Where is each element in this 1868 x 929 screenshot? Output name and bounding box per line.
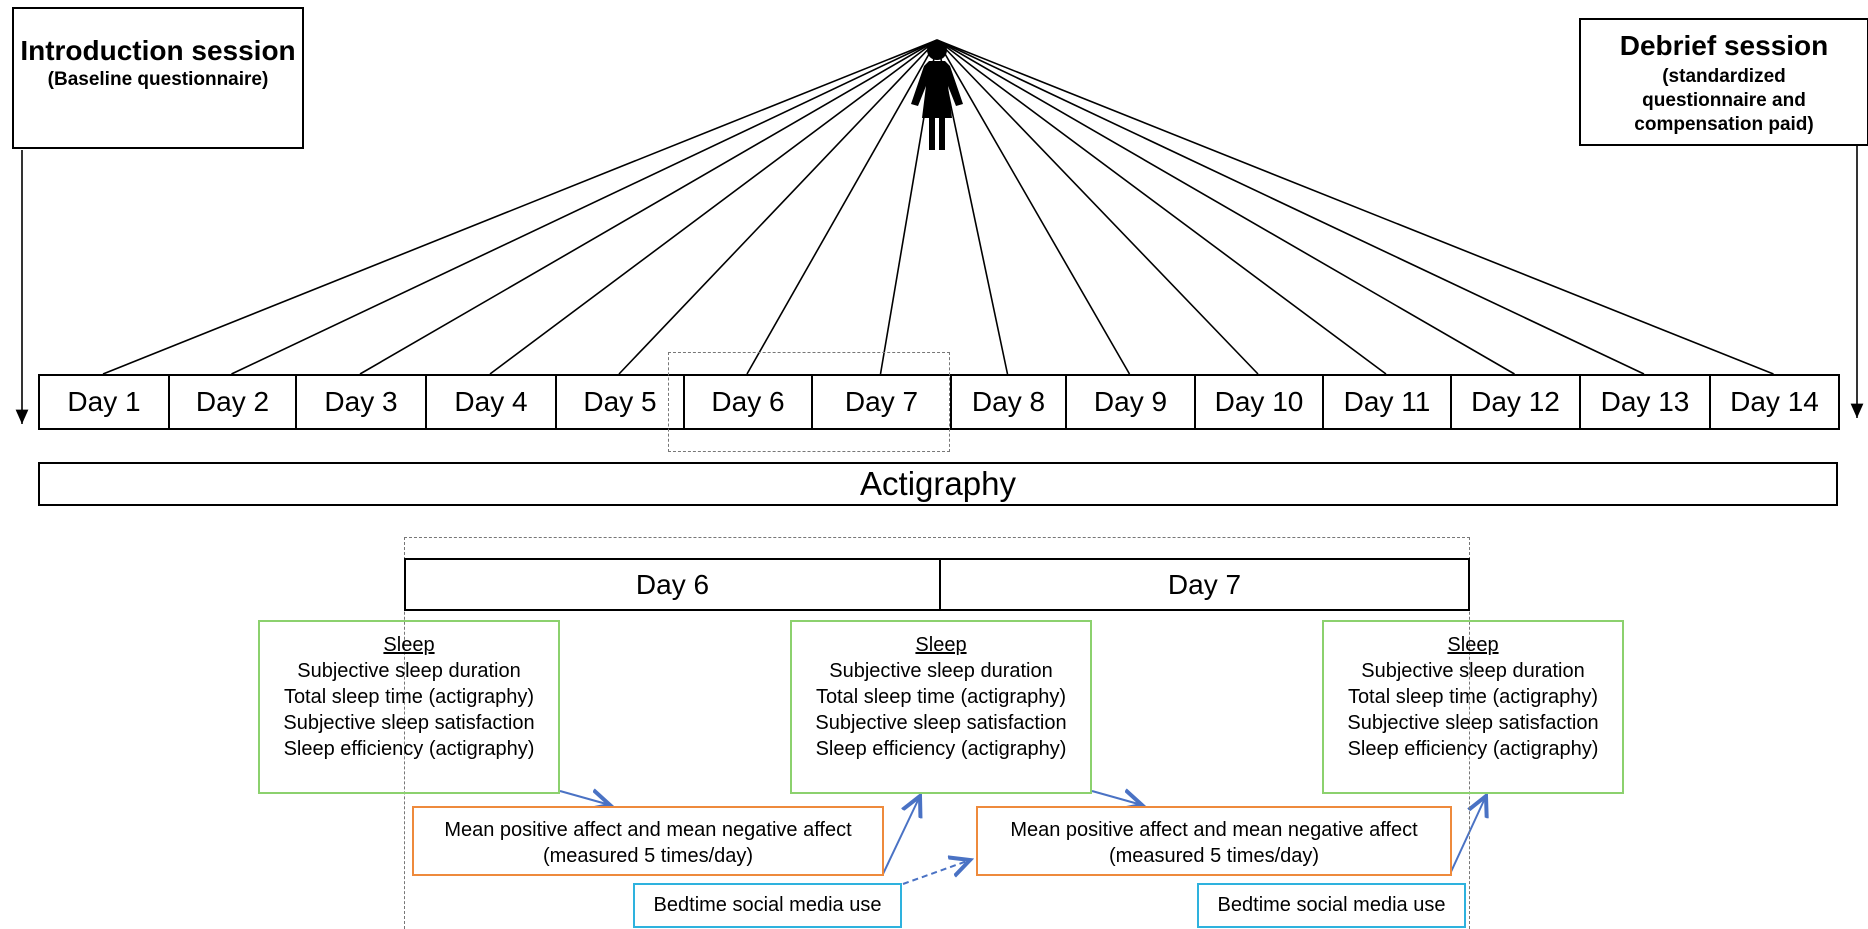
sleep-title: Sleep bbox=[915, 634, 967, 656]
sleep-item: Sleep efficiency (actigraphy) bbox=[815, 738, 1067, 760]
day-cell: Day 4 bbox=[425, 374, 557, 430]
fan-line bbox=[936, 39, 1515, 375]
affect-box-1: Mean positive affect and mean negative a… bbox=[412, 806, 884, 876]
day-cell: Day 8 bbox=[950, 374, 1067, 430]
sleep-measures-box-1: Sleep Subjective sleep duration Total sl… bbox=[258, 620, 560, 794]
day-cell: Day 9 bbox=[1065, 374, 1196, 430]
day-cell: Day 13 bbox=[1579, 374, 1711, 430]
fan-line bbox=[746, 39, 938, 375]
introduction-session-title: Introduction session bbox=[20, 35, 296, 66]
sleep-title: Sleep bbox=[383, 634, 435, 656]
person-icon bbox=[911, 40, 963, 150]
sleep-item: Subjective sleep satisfaction bbox=[283, 712, 535, 734]
fan-line bbox=[936, 39, 1131, 375]
actigraphy-bar: Actigraphy bbox=[38, 462, 1838, 506]
zoom-selection-frame bbox=[668, 352, 950, 452]
affect-line-1: Mean positive affect and mean negative a… bbox=[444, 819, 852, 841]
debrief-session-title: Debrief session bbox=[1619, 30, 1829, 61]
fan-line bbox=[936, 39, 1774, 375]
zoom-day-a: Day 6 bbox=[404, 558, 941, 611]
fan-lines bbox=[102, 39, 1774, 375]
social-media-box-1: Bedtime social media use bbox=[633, 883, 902, 928]
sleep-item: Subjective sleep satisfaction bbox=[815, 712, 1067, 734]
fan-line bbox=[231, 39, 938, 375]
affect-line-1: Mean positive affect and mean negative a… bbox=[1010, 819, 1418, 841]
fan-line bbox=[102, 39, 938, 375]
sleep-measures-box-3: Sleep Subjective sleep duration Total sl… bbox=[1322, 620, 1624, 794]
fan-line bbox=[618, 39, 938, 375]
day-cell: Day 2 bbox=[168, 374, 297, 430]
sleep-item: Sleep efficiency (actigraphy) bbox=[283, 738, 535, 760]
fan-line bbox=[936, 39, 1387, 375]
affect-line-2: (measured 5 times/day) bbox=[542, 845, 754, 867]
sleep-item: Subjective sleep duration bbox=[1361, 660, 1585, 682]
sleep-item: Subjective sleep duration bbox=[297, 660, 521, 682]
day-cell: Day 7 bbox=[811, 374, 952, 430]
flow-arrows bbox=[559, 791, 1486, 885]
sleep-measures-box-2: Sleep Subjective sleep duration Total sl… bbox=[790, 620, 1092, 794]
sleep-item: Total sleep time (actigraphy) bbox=[1347, 686, 1599, 708]
affect-box-2: Mean positive affect and mean negative a… bbox=[976, 806, 1452, 876]
sleep-item: Total sleep time (actigraphy) bbox=[283, 686, 535, 708]
introduction-session-box: Introduction session (Baseline questionn… bbox=[12, 7, 304, 149]
debrief-session-subtitle: (standardized questionnaire and compensa… bbox=[1634, 66, 1814, 135]
sleep-item: Total sleep time (actigraphy) bbox=[815, 686, 1067, 708]
fan-line bbox=[359, 39, 938, 375]
social-media-box-2: Bedtime social media use bbox=[1197, 883, 1466, 928]
fan-line bbox=[936, 39, 1259, 375]
day-cell: Day 11 bbox=[1322, 374, 1452, 430]
day-cell: Day 6 bbox=[683, 374, 813, 430]
sleep-title: Sleep bbox=[1447, 634, 1499, 656]
introduction-session-subtitle: (Baseline questionnaire) bbox=[47, 69, 269, 90]
day-cell: Day 10 bbox=[1194, 374, 1324, 430]
affect-line-2: (measured 5 times/day) bbox=[1108, 845, 1320, 867]
sleep-item: Sleep efficiency (actigraphy) bbox=[1347, 738, 1599, 760]
day-cell: Day 12 bbox=[1450, 374, 1581, 430]
zoom-day-b: Day 7 bbox=[939, 558, 1470, 611]
fan-line bbox=[936, 39, 1645, 375]
day-cell: Day 3 bbox=[295, 374, 427, 430]
zoom-detail-frame bbox=[404, 537, 1470, 929]
day-cell: Day 5 bbox=[555, 374, 685, 430]
fan-line bbox=[489, 39, 938, 375]
day-cell: Day 1 bbox=[38, 374, 170, 430]
debrief-session-box: Debrief session (standardized questionna… bbox=[1579, 18, 1868, 146]
day-cell: Day 14 bbox=[1709, 374, 1840, 430]
sleep-item: Subjective sleep duration bbox=[829, 660, 1053, 682]
sleep-item: Subjective sleep satisfaction bbox=[1347, 712, 1599, 734]
